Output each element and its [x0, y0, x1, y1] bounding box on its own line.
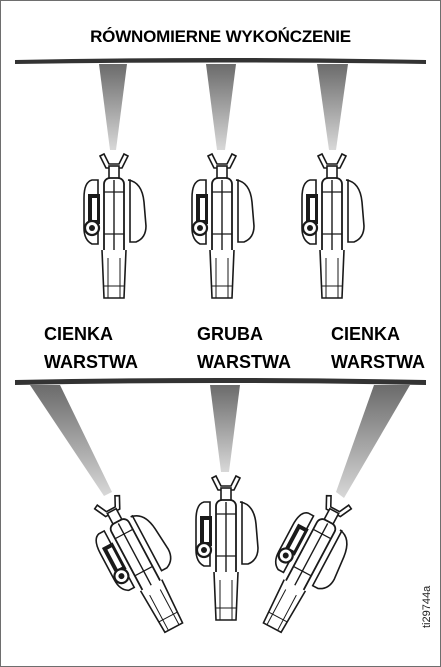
label-left-line2: WARSTWA — [44, 352, 138, 372]
label-center: GRUBA WARSTWA — [197, 320, 291, 376]
spray-gun-bottom-center — [194, 474, 260, 622]
label-center-line2: WARSTWA — [197, 352, 291, 372]
diagram-title: RÓWNOMIERNE WYKOŃCZENIE — [90, 27, 351, 46]
label-right: CIENKA WARSTWA — [331, 320, 425, 376]
spray-fan-bottom-left — [30, 385, 112, 496]
label-left: CIENKA WARSTWA — [44, 320, 138, 376]
spray-fan-top-right — [317, 64, 348, 150]
spray-gun-top-left — [82, 152, 148, 300]
label-center-line1: GRUBA — [197, 324, 263, 344]
label-left-line1: CIENKA — [44, 324, 114, 344]
spray-fan-bottom-center — [210, 385, 240, 472]
spray-fan-top-left — [99, 64, 127, 150]
spray-fan-top-center — [206, 64, 236, 150]
spray-fan-bottom-right — [336, 385, 410, 498]
spray-gun-bottom-right — [244, 485, 370, 644]
spray-gun-top-right — [300, 152, 366, 300]
spray-gun-bottom-left — [78, 484, 204, 643]
spray-gun-top-center — [190, 152, 256, 300]
label-right-line2: WARSTWA — [331, 352, 425, 372]
label-right-line1: CIENKA — [331, 324, 401, 344]
top-divider — [15, 58, 426, 64]
middle-divider — [15, 378, 426, 385]
